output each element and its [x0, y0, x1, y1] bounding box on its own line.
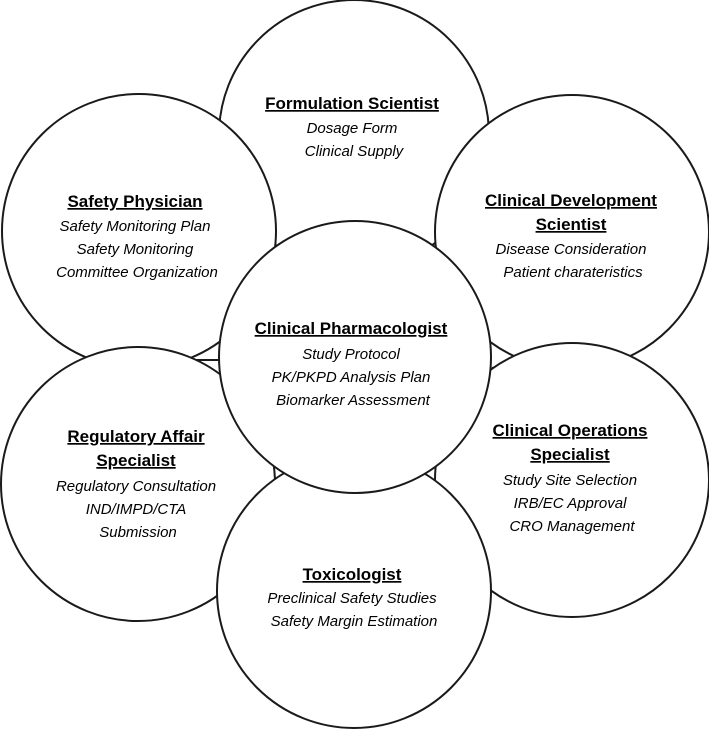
clinical-ops-text: Clinical Operations Specialist Study Sit…	[493, 421, 652, 535]
pharmacologist-title: Clinical Pharmacologist	[255, 319, 448, 338]
safety-line-1: Safety Monitoring Plan	[60, 218, 211, 235]
clinical-ops-title-2: Specialist	[530, 445, 610, 464]
clinical-dev-text: Clinical Development Scientist Disease C…	[485, 191, 661, 281]
role-pharmacologist: Clinical Pharmacologist Study Protocol P…	[218, 220, 492, 494]
safety-line-3: Committee Organization	[56, 264, 218, 281]
formulation-line-2: Clinical Supply	[305, 143, 405, 160]
circle-pharmacologist	[218, 220, 492, 494]
pharmacologist-line-2: PK/PKPD Analysis Plan	[272, 369, 431, 386]
formulation-text: Formulation Scientist Dosage Form Clinic…	[265, 94, 443, 160]
clinical-ops-line-1: Study Site Selection	[503, 472, 637, 489]
toxicologist-title: Toxicologist	[303, 565, 402, 584]
formulation-line-1: Dosage Form	[307, 120, 398, 137]
regulatory-title-1: Regulatory Affair	[67, 427, 205, 446]
clinical-ops-title-1: Clinical Operations	[493, 421, 648, 440]
regulatory-title-2: Specialist	[96, 451, 176, 470]
pharmacologist-line-3: Biomarker Assessment	[276, 392, 430, 409]
role-formulation: Formulation Scientist Dosage Form Clinic…	[218, 0, 490, 271]
role-toxicologist: Toxicologist Preclinical Safety Studies …	[216, 453, 492, 729]
role-clinical-dev: Clinical Development Scientist Disease C…	[434, 94, 709, 370]
clinical-dev-title-1: Clinical Development	[485, 191, 657, 210]
clinical-dev-title-2: Scientist	[536, 215, 607, 234]
clinical-dev-line-2: Patient charateristics	[503, 264, 643, 281]
safety-title: Safety Physician	[67, 192, 202, 211]
clinical-ops-line-3: CRO Management	[509, 518, 635, 535]
toxicologist-text: Toxicologist Preclinical Safety Studies …	[267, 565, 440, 630]
clinical-ops-line-2: IRB/EC Approval	[514, 495, 627, 512]
clinical-dev-line-1: Disease Consideration	[496, 241, 647, 258]
safety-text: Safety Physician Safety Monitoring Plan …	[56, 192, 218, 281]
regulatory-line-3: Submission	[99, 524, 177, 541]
role-regulatory: Regulatory Affair Specialist Regulatory …	[0, 346, 276, 622]
role-safety: Safety Physician Safety Monitoring Plan …	[1, 93, 277, 369]
safety-line-2: Safety Monitoring	[77, 241, 194, 258]
toxicologist-line-1: Preclinical Safety Studies	[267, 590, 437, 607]
regulatory-text: Regulatory Affair Specialist Regulatory …	[56, 427, 220, 541]
toxicologist-line-2: Safety Margin Estimation	[271, 613, 438, 630]
formulation-title: Formulation Scientist	[265, 94, 439, 113]
regulatory-line-2: IND/IMPD/CTA	[86, 501, 187, 518]
pharmacologist-line-1: Study Protocol	[302, 346, 400, 363]
pharmacologist-text: Clinical Pharmacologist Study Protocol P…	[255, 319, 452, 409]
regulatory-line-1: Regulatory Consultation	[56, 478, 216, 495]
